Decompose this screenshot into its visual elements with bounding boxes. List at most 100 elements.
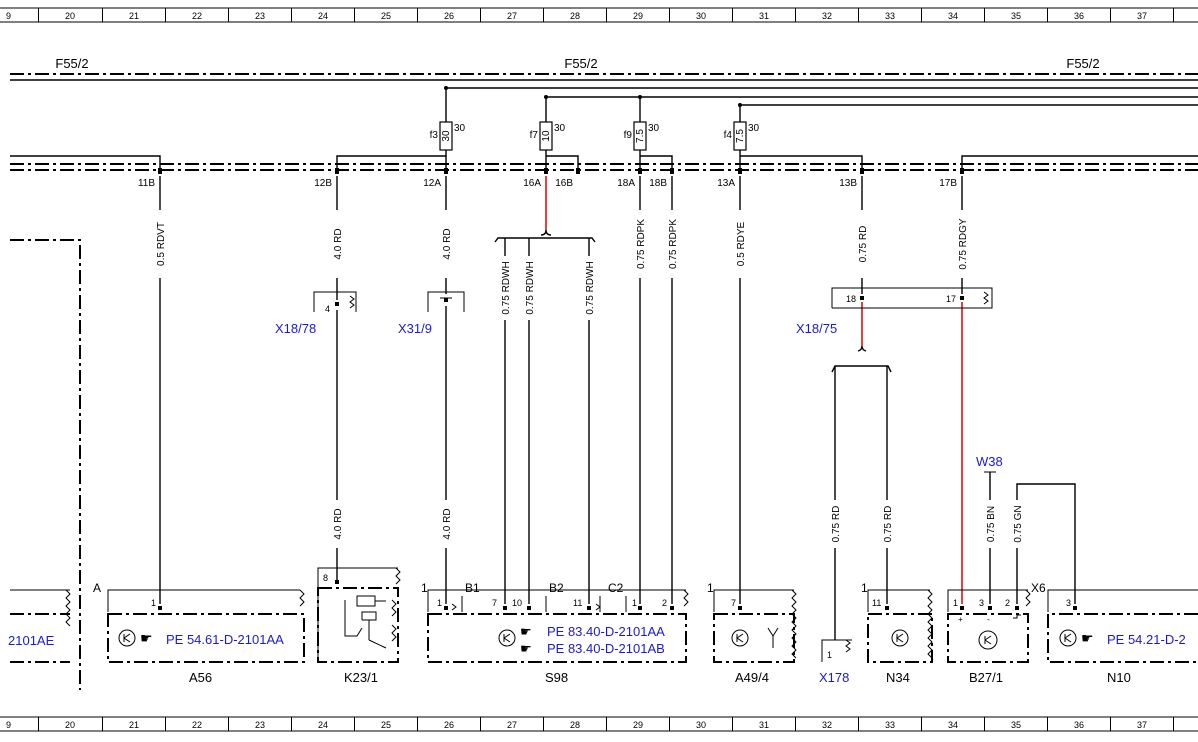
pin-marker [544,168,548,174]
grid-col-27: 27 [507,720,517,730]
pin-marker [576,168,580,174]
pin-marker [638,168,642,174]
b27-1-minus: - [987,615,990,624]
n10-pin: 3 [1066,598,1071,608]
wire-label-bg [523,256,535,320]
wire-label-split: 0.75 RDWH [585,261,596,314]
grid-col-24: 24 [318,11,328,21]
grid-col-32: 32 [822,11,832,21]
component-s98: 1 B1 B2 C2 1 7 10 11 1 2 ☛ ☛ PE 83.40-D-… [421,581,689,685]
grid-col-23: 23 [255,720,265,730]
grid-col-partial: 9 [6,720,11,730]
bus-label: F55/2 [1066,56,1099,71]
a56-corner: A [93,581,101,595]
grid-col-35: 35 [1011,11,1021,21]
wire-label-bg [956,210,968,278]
pin-label-18A: 18A [617,178,635,189]
wire-label-lower: 0.75 GN [1013,505,1024,542]
wire-label-lower: 0.75 RD [831,506,842,543]
pin-marker [158,168,162,174]
pin-marker [335,168,339,174]
grid-col-28: 28 [570,11,580,21]
wire-label-upper: 0.75 RDPK [668,219,679,269]
fuse-rating: 7.5 [735,129,746,143]
s98-corner: 1 [421,581,428,595]
k23-1-pin: 8 [323,573,328,583]
wire-label-bg [984,500,996,548]
pin-label-17B: 17B [939,178,957,189]
pin-label-18B: 18B [649,178,667,189]
grid-col-34: 34 [948,720,958,730]
grid-col-21: 21 [129,720,139,730]
wire-label-split: 0.75 RDWH [525,261,536,314]
wire-label-bg [440,500,452,548]
n10-corner: X6 [1031,581,1046,595]
n34-name: N34 [886,670,910,685]
w38-label: W38 [976,454,1003,469]
n10-name: N10 [1107,670,1131,685]
fuse-id: f4 [724,130,733,141]
fuse-rating: 10 [541,130,552,142]
wire-label-bg [1011,500,1023,548]
pin-label-12B: 12B [314,178,332,189]
n34-pin: 11 [872,598,881,608]
s98-pin-r1: 1 [632,598,637,608]
a56-hand-icon: ☛ [140,630,153,646]
connector-x178: 1 X178 [819,639,852,685]
pin-marker [738,168,742,174]
b27-1-name: B27/1 [969,670,1003,685]
fuse-rating: 30 [441,130,452,142]
n10-ref: PE 54.21-D-2 [1107,632,1186,647]
x178-pin: 1 [827,650,832,660]
s98-group-b1: B1 [465,581,480,595]
pin-marker [960,168,964,174]
wire-label-bg [634,210,646,278]
fuse-amp: 30 [554,123,566,134]
s98-pin-r2: 2 [662,598,667,608]
wire-label-split: 0.75 RDWH [501,261,512,314]
x18-75-label: X18/75 [796,321,837,336]
s98-hand-icon-1: ☛ [520,624,532,639]
grid-col-28: 28 [570,720,580,730]
grid-col-23: 23 [255,11,265,21]
wire-label-upper: 0.5 RDVT [156,222,167,266]
connector-w38: W38 [976,454,1003,473]
left-partial-ref: 2101AE [8,633,55,648]
s98-ref-2: PE 83.40-D-2101AB [547,641,665,656]
wire-label-bg [829,500,841,548]
grid-col-32: 32 [822,720,832,730]
component-b27-1: 1 3 2 + - B27/1 [947,589,1031,685]
x31-9-label: X31/9 [398,321,432,336]
wire-label-bg [583,256,595,320]
wire-label-bg [440,210,452,278]
b27-1-pin-2: 2 [1005,598,1010,608]
pin-label-11B: 11B [138,178,155,189]
wire-label-bg [331,210,343,278]
s98-group-b2: B2 [549,581,564,595]
n10-hand-icon: ☛ [1081,630,1094,646]
grid-col-22: 22 [192,11,202,21]
wire-label-upper: 0.75 RDPK [636,219,647,269]
grid-col-26: 26 [444,11,454,21]
bus-label: F55/2 [55,56,88,71]
n34-corner: 1 [861,581,868,595]
grid-col-33: 33 [885,720,895,730]
pin-label-12A: 12A [423,178,441,189]
s98-name: S98 [545,670,568,685]
grid-col-31: 31 [759,11,769,21]
wire-label-bg [331,500,343,548]
wire-label-lower: 0.75 RD [883,506,894,543]
grid-col-25: 25 [381,11,391,21]
s98-pin-1: 1 [437,598,442,608]
pin-marker [670,168,674,174]
b27-1-plus: + [958,615,963,624]
component-a56: A 1 ☛ PE 54.61-D-2101AA A56 [93,581,305,685]
a49-4-corner: 1 [707,581,714,595]
fuse-id: f3 [430,130,439,141]
x18-78-label: X18/78 [275,321,316,336]
pin-label-16B: 16B [555,178,573,189]
pin-label-13A: 13A [717,178,735,189]
